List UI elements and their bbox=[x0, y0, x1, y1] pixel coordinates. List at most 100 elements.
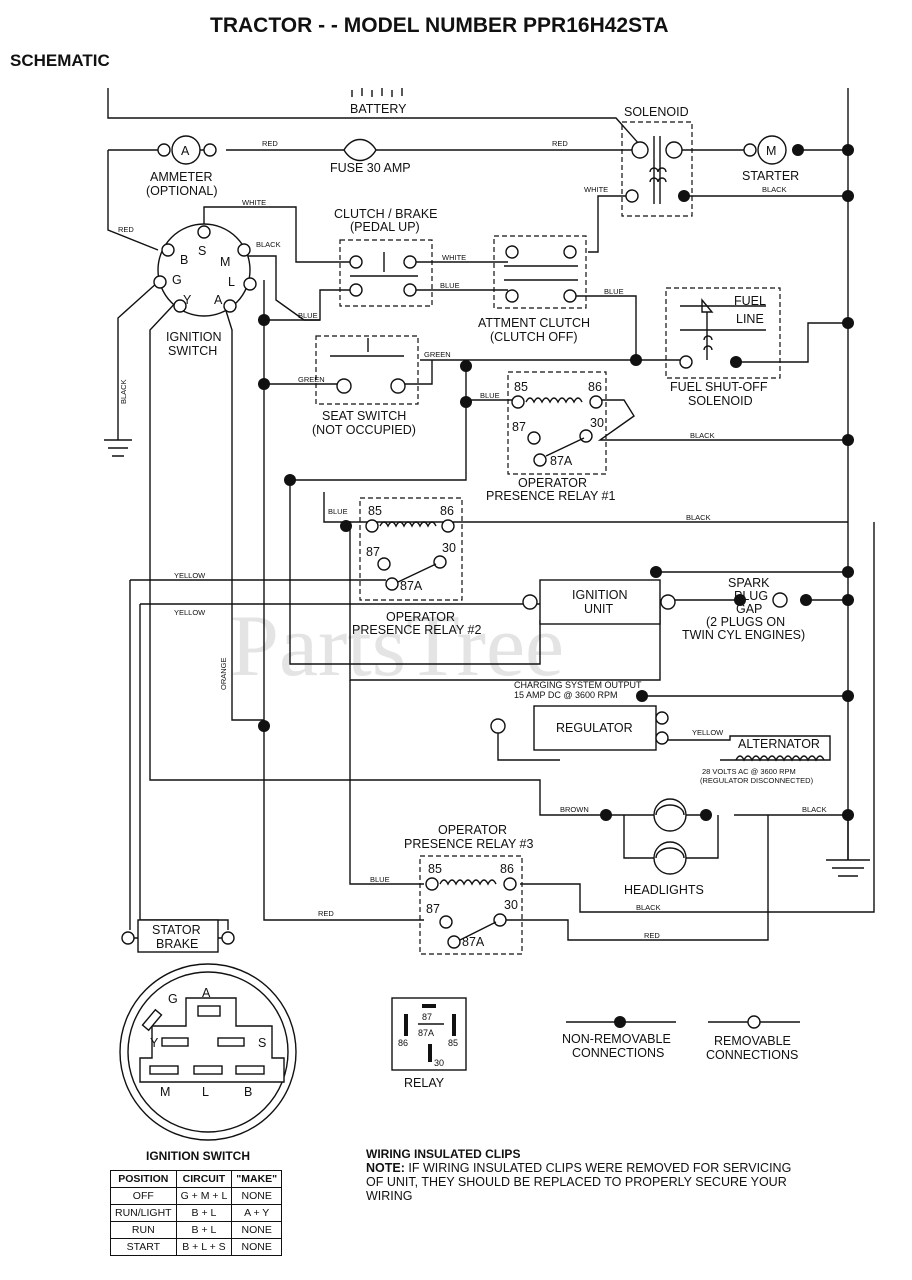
wire-label-red: RED bbox=[118, 225, 134, 234]
wire-label-yellow: YELLOW bbox=[174, 571, 206, 580]
wire-label-blue: BLUE bbox=[370, 875, 390, 884]
connector-pin-g: G bbox=[168, 992, 178, 1006]
wiring bbox=[104, 88, 875, 941]
ignition-unit-label: IGNITION bbox=[572, 588, 628, 602]
ignition-unit: IGNITION UNIT bbox=[522, 579, 676, 625]
attachment-clutch-switch: ATTMENT CLUTCH (CLUTCH OFF) bbox=[478, 235, 590, 344]
wire-label-red: RED bbox=[552, 139, 568, 148]
operator-presence-relay-3: OPERATOR PRESENCE RELAY #3 85 86 87 30 8… bbox=[404, 823, 534, 955]
ammeter-note: (OPTIONAL) bbox=[146, 184, 218, 198]
wire-label-blue: BLUE bbox=[440, 281, 460, 290]
spark-plug-label-5: TWIN CYL ENGINES) bbox=[682, 628, 805, 642]
relay2-pin-87a: 87A bbox=[400, 579, 423, 593]
watermark: PartsTree bbox=[230, 598, 564, 695]
connector-pin-b: B bbox=[244, 1085, 252, 1099]
stator-brake-label: STATOR bbox=[152, 923, 201, 937]
alternator-note-2: (REGULATOR DISCONNECTED) bbox=[700, 776, 814, 785]
wire-label-white: WHITE bbox=[242, 198, 266, 207]
note-label: NOTE: bbox=[366, 1161, 405, 1175]
switch-pin-m: M bbox=[220, 255, 230, 269]
stator-brake: STATOR BRAKE bbox=[121, 919, 235, 953]
wire-label-yellow: YELLOW bbox=[174, 608, 206, 617]
headlights-label: HEADLIGHTS bbox=[624, 883, 704, 897]
ignition-switch-label-2: SWITCH bbox=[168, 344, 217, 358]
stator-brake-label-2: BRAKE bbox=[156, 937, 198, 951]
table-cell: START bbox=[110, 1238, 177, 1256]
headlights: HEADLIGHTS bbox=[624, 798, 704, 897]
relay3-pin-86: 86 bbox=[500, 862, 514, 876]
regulator-label: REGULATOR bbox=[556, 721, 633, 735]
ignition-switch-label: IGNITION bbox=[166, 330, 222, 344]
switch-pin-g: G bbox=[172, 273, 182, 287]
connector-pin-s: S bbox=[258, 1036, 266, 1050]
switch-pin-l: L bbox=[228, 275, 235, 289]
wire-label-black: BLACK bbox=[802, 805, 827, 814]
wire-label-black: BLACK bbox=[256, 240, 281, 249]
switch-pin-s: S bbox=[198, 244, 206, 258]
non-removable-label: NON-REMOVABLE bbox=[562, 1032, 671, 1046]
relay1-label: OPERATOR bbox=[518, 476, 587, 490]
seat-switch-label: SEAT SWITCH bbox=[322, 409, 406, 423]
relay3-label-2: PRESENCE RELAY #3 bbox=[404, 837, 534, 851]
table-header: "MAKE" bbox=[231, 1170, 283, 1188]
solenoid-label: SOLENOID bbox=[624, 105, 689, 119]
ammeter: A AMMETER (OPTIONAL) bbox=[146, 135, 218, 198]
wire-label-black: BLACK bbox=[636, 903, 661, 912]
connector-pin-a: A bbox=[202, 986, 211, 1000]
note-heading: WIRING INSULATED CLIPS bbox=[366, 1147, 521, 1161]
table-cell: OFF bbox=[110, 1187, 177, 1205]
removable-label: REMOVABLE bbox=[714, 1034, 791, 1048]
starter: M STARTER bbox=[742, 135, 804, 183]
clutch-brake-note: (PEDAL UP) bbox=[350, 220, 420, 234]
alternator: ALTERNATOR 28 VOLTS AC @ 3600 RPM (REGUL… bbox=[700, 737, 825, 785]
table-row: OFF G + M + L NONE bbox=[110, 1187, 283, 1205]
page-title: TRACTOR - - MODEL NUMBER PPR16H42STA bbox=[210, 14, 669, 37]
relay3-pin-30: 30 bbox=[504, 898, 518, 912]
table-cell: RUN/LIGHT bbox=[110, 1204, 177, 1222]
wire-label-blue: BLUE bbox=[604, 287, 624, 296]
charging-output-label-2: 15 AMP DC @ 3600 RPM bbox=[514, 690, 618, 700]
wire-label-blue: BLUE bbox=[480, 391, 500, 400]
relay-legend-label: RELAY bbox=[404, 1076, 445, 1090]
table-cell: NONE bbox=[231, 1221, 283, 1239]
table-cell: A + Y bbox=[231, 1204, 283, 1222]
relay2-pin-85: 85 bbox=[368, 504, 382, 518]
relay2-pin-30: 30 bbox=[442, 541, 456, 555]
relay-legend: 87 87A 86 85 30 RELAY bbox=[391, 997, 467, 1090]
connector-pin-l: L bbox=[202, 1085, 209, 1099]
wire-label-black: BLACK bbox=[119, 379, 128, 404]
fuel-solenoid-label: FUEL SHUT-OFF bbox=[670, 380, 768, 394]
ignition-unit-label-2: UNIT bbox=[584, 602, 614, 616]
wire-label-black: BLACK bbox=[690, 431, 715, 440]
table-cell: B + L + S bbox=[175, 1238, 233, 1256]
wire-label-black: BLACK bbox=[686, 513, 711, 522]
relay3-pin-87a: 87A bbox=[462, 935, 485, 949]
ignition-switch-table: POSITION CIRCUIT "MAKE" OFF G + M + L NO… bbox=[110, 1170, 283, 1256]
fuel-line-label-2: LINE bbox=[736, 312, 764, 326]
relay3-pin-85: 85 bbox=[428, 862, 442, 876]
relay1-label-2: PRESENCE RELAY #1 bbox=[486, 489, 616, 503]
wire-label-orange: ORANGE bbox=[219, 657, 228, 690]
ignition-switch: S B M G L Y A IGNITION SWITCH bbox=[153, 223, 257, 358]
fuel-shutoff-solenoid: FUEL LINE FUEL SHUT-OFF SOLENOID bbox=[665, 287, 781, 408]
ignition-table-title: IGNITION SWITCH bbox=[146, 1149, 250, 1163]
ammeter-symbol: A bbox=[181, 144, 190, 158]
connection-legend: NON-REMOVABLE CONNECTIONS REMOVABLE CONN… bbox=[562, 1015, 800, 1062]
attment-clutch-note: (CLUTCH OFF) bbox=[490, 330, 578, 344]
fuse: FUSE 30 AMP bbox=[330, 138, 411, 175]
wire-label-yellow: YELLOW bbox=[692, 728, 724, 737]
relay-legend-pin-85: 85 bbox=[448, 1038, 458, 1048]
switch-pin-y: Y bbox=[183, 293, 192, 307]
table-cell: B + L bbox=[175, 1221, 233, 1239]
table-cell: NONE bbox=[231, 1238, 283, 1256]
table-cell: NONE bbox=[231, 1187, 283, 1205]
removable-label-2: CONNECTIONS bbox=[706, 1048, 798, 1062]
ammeter-label: AMMETER bbox=[150, 170, 213, 184]
operator-presence-relay-1: 85 86 87 30 87A OPERATOR PRESENCE RELAY … bbox=[486, 371, 616, 503]
table-cell: RUN bbox=[110, 1221, 177, 1239]
clutch-brake-label: CLUTCH / BRAKE bbox=[334, 207, 438, 221]
table-header: POSITION bbox=[110, 1170, 177, 1188]
attment-clutch-label: ATTMENT CLUTCH bbox=[478, 316, 590, 330]
alternator-label: ALTERNATOR bbox=[738, 737, 820, 751]
